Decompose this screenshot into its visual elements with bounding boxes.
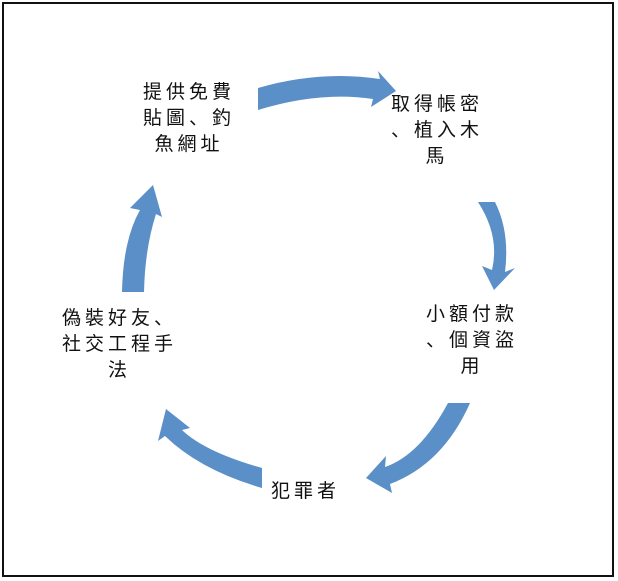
arrow-left	[122, 185, 162, 292]
arrow-top	[258, 71, 396, 110]
node-line: 、個資盜	[426, 329, 519, 351]
node-line: 偽裝好友、	[62, 307, 178, 329]
node-free-stickers-phishing: 提供免費 貼圖、釣 魚網址	[143, 79, 235, 157]
node-steal-credentials-trojan: 取得帳密 、植入木 馬	[391, 91, 483, 169]
arrow-bottom-left	[158, 409, 262, 488]
arrow-right-upper	[478, 202, 515, 290]
node-micropayment-data-theft: 小額付款 、個資盜 用	[426, 301, 518, 379]
node-line: 用	[460, 355, 484, 377]
node-line: 提供免費	[143, 81, 236, 103]
node-line: 魚網址	[154, 133, 224, 155]
node-line: 小額付款	[426, 303, 519, 325]
node-line: 取得帳密	[391, 93, 484, 115]
node-line: 犯罪者	[271, 480, 341, 502]
arrow-right-lower	[366, 403, 470, 493]
node-line: 、植入木	[391, 119, 484, 141]
node-line: 馬	[425, 145, 449, 167]
node-line: 貼圖、釣	[143, 107, 236, 129]
node-line: 社交工程手	[62, 333, 178, 355]
node-criminal: 犯罪者	[271, 478, 340, 504]
node-line: 法	[108, 359, 132, 381]
node-fake-friend-social-engineering: 偽裝好友、 社交工程手 法	[62, 305, 177, 383]
